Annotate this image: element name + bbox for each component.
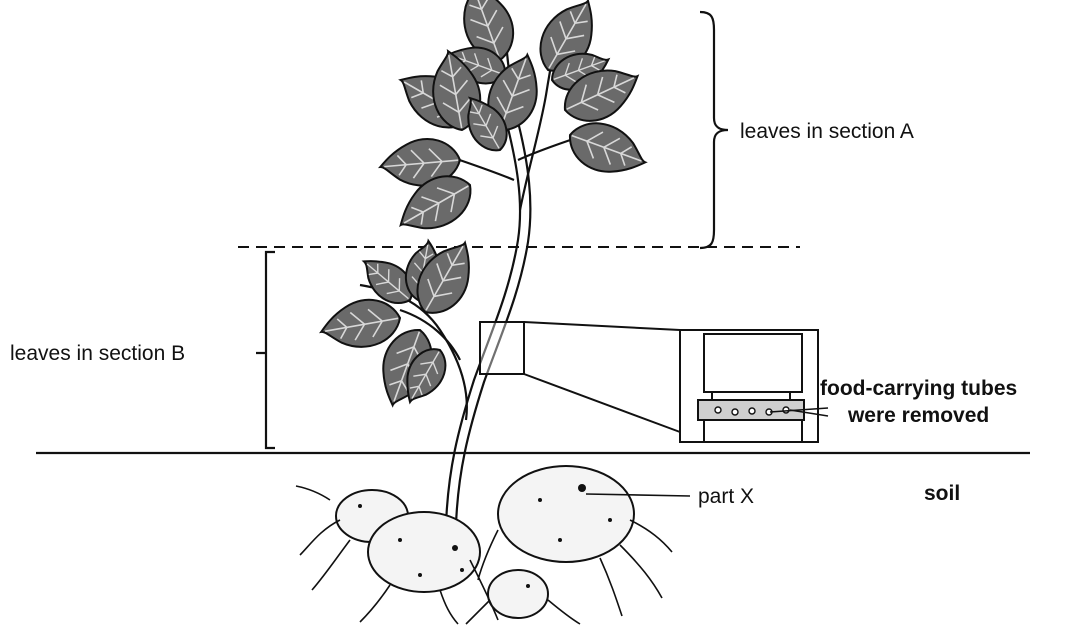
part-x-label: part X xyxy=(698,485,754,509)
section-a-bracket xyxy=(700,12,728,248)
potato-tubers xyxy=(336,466,634,618)
section-b-bracket xyxy=(256,252,275,448)
soil-label: soil xyxy=(924,482,960,506)
tubes-removed-label: food-carrying tubes were removed xyxy=(820,375,1017,429)
tubes-label-line-2: were removed xyxy=(820,402,1017,429)
tubes-label-line-1: food-carrying tubes xyxy=(820,375,1017,402)
section-a-label: leaves in section A xyxy=(740,120,914,144)
leaves-section-a xyxy=(378,0,653,244)
leaves-section-b xyxy=(317,232,486,413)
magnified-stem-inset xyxy=(680,330,818,442)
stem-zoom-callout xyxy=(480,322,680,432)
section-b-label: leaves in section B xyxy=(10,342,185,366)
